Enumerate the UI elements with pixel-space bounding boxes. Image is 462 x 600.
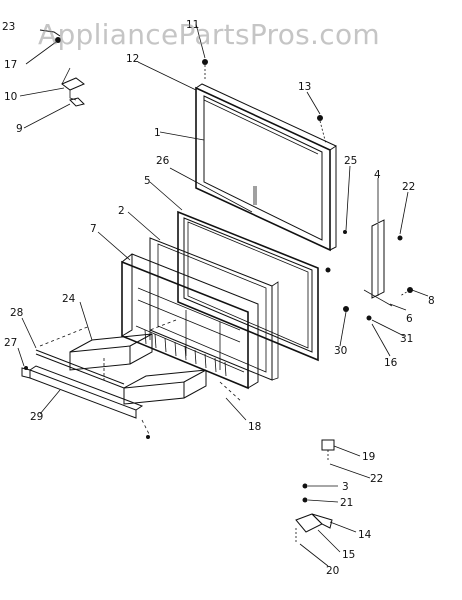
callout-12: 12 — [126, 53, 139, 65]
callout-15: 15 — [342, 549, 355, 561]
callout-16: 16 — [384, 357, 398, 369]
callout-17: 17 — [4, 59, 17, 71]
callout-25: 25 — [344, 155, 357, 167]
callout-11: 11 — [186, 19, 199, 31]
callout-labels: 23 11 17 12 13 10 9 1 26 25 4 5 22 2 7 8… — [2, 19, 435, 577]
door-liner — [149, 237, 279, 381]
callout-24: 24 — [62, 293, 76, 305]
callout-28: 28 — [10, 307, 23, 319]
callout-8: 8 — [428, 295, 435, 307]
callout-6: 6 — [406, 313, 413, 325]
hinge-bracket-bottom — [295, 439, 335, 544]
callout-9: 9 — [16, 123, 23, 135]
callout-2: 2 — [118, 205, 125, 217]
callout-22b: 22 — [370, 473, 383, 485]
callout-13: 13 — [298, 81, 311, 93]
callout-29: 29 — [30, 411, 43, 423]
callout-5: 5 — [144, 175, 151, 187]
door-bin — [69, 333, 207, 405]
callout-14: 14 — [358, 529, 372, 541]
callout-18: 18 — [248, 421, 261, 433]
assembly-lines — [39, 289, 411, 437]
callout-10: 10 — [4, 91, 17, 103]
callout-26: 26 — [156, 155, 170, 167]
callout-1: 1 — [154, 127, 161, 139]
hinge-right — [363, 219, 393, 307]
callout-27: 27 — [4, 337, 17, 349]
door-outer-panel — [195, 83, 337, 252]
callout-4: 4 — [374, 169, 381, 181]
callout-19: 19 — [362, 451, 375, 463]
callout-3: 3 — [342, 481, 349, 493]
hardware-screws — [24, 59, 413, 503]
callout-22a: 22 — [402, 181, 415, 193]
callout-30: 30 — [334, 345, 347, 357]
callout-23: 23 — [2, 21, 15, 33]
callout-20: 20 — [326, 565, 339, 577]
callout-21: 21 — [340, 497, 353, 509]
freezer-basket — [121, 253, 259, 390]
shelf-rail — [21, 349, 144, 419]
callout-7: 7 — [90, 223, 97, 235]
leader-lines — [17, 23, 429, 567]
hinge-bracket-top — [39, 29, 85, 107]
callout-31: 31 — [400, 333, 413, 345]
